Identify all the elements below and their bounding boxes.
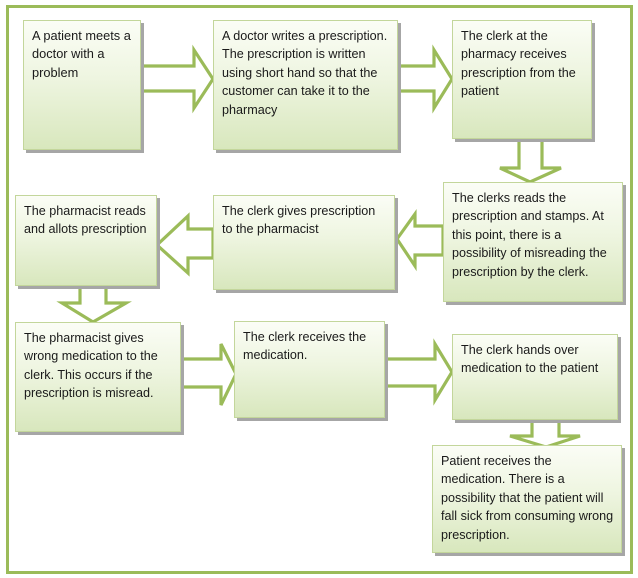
step-5-box: The clerk gives prescription to the phar…: [213, 195, 395, 290]
arrow-down-icon: [56, 284, 132, 324]
step-9-box: The clerk hands over medication to the p…: [452, 334, 618, 420]
arrow-left-icon: [395, 209, 445, 272]
step-2-text: A doctor writes a prescription. The pres…: [222, 29, 388, 117]
arrow-right-icon: [383, 338, 454, 406]
step-1-box: A patient meets a doctor with a problem: [23, 20, 141, 150]
arrow-right-icon: [139, 44, 215, 114]
step-10-box: Patient receives the medication. There i…: [432, 445, 622, 553]
arrow-right-icon: [179, 343, 238, 406]
step-7-text: The pharmacist gives wrong medication to…: [24, 331, 158, 401]
step-6-box: The pharmacist reads and allots prescrip…: [15, 195, 157, 286]
step-10-text: Patient receives the medication. There i…: [441, 454, 614, 542]
arrow-left-icon: [154, 212, 215, 277]
step-6-text: The pharmacist reads and allots prescrip…: [24, 204, 147, 237]
step-9-text: The clerk hands over medication to the p…: [461, 343, 599, 376]
step-1-text: A patient meets a doctor with a problem: [32, 28, 131, 80]
arrow-right-icon: [396, 44, 454, 114]
step-4-text: The clerks reads the prescription and st…: [452, 191, 607, 279]
step-8-text: The clerk receives the medication.: [243, 330, 367, 363]
step-7-box: The pharmacist gives wrong medication to…: [15, 322, 181, 432]
step-3-box: The clerk at the pharmacy receives presc…: [452, 20, 592, 139]
step-4-box: The clerks reads the prescription and st…: [443, 182, 623, 302]
step-8-box: The clerk receives the medication.: [234, 321, 385, 418]
step-3-text: The clerk at the pharmacy receives presc…: [461, 29, 576, 99]
step-5-text: The clerk gives prescription to the phar…: [222, 204, 376, 237]
diagram-frame: [6, 5, 633, 574]
step-2-box: A doctor writes a prescription. The pres…: [213, 20, 398, 150]
arrow-down-icon: [509, 418, 581, 449]
arrow-down-icon: [499, 137, 562, 184]
